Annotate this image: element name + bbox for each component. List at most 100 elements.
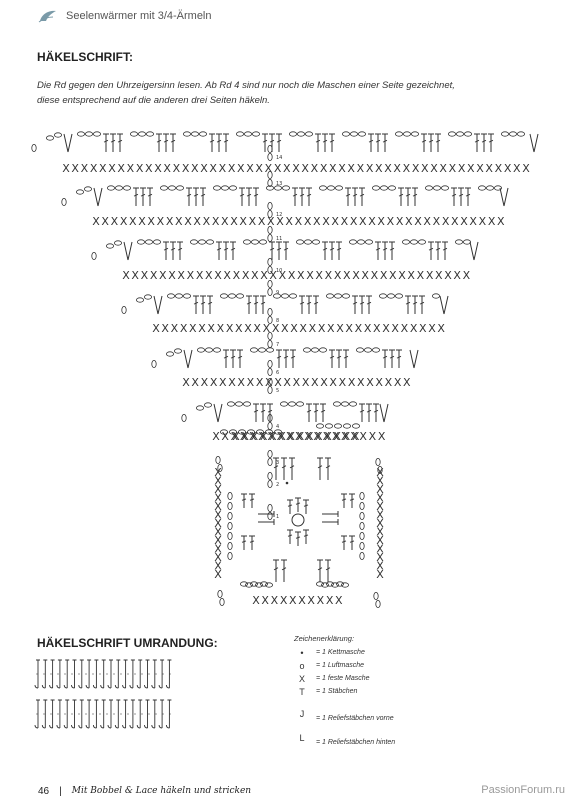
increase-symbol <box>383 403 389 423</box>
double-crochet-symbol <box>253 193 259 197</box>
single-crochet-symbol: X <box>214 517 222 530</box>
chain-stitch-symbol <box>182 293 191 299</box>
round-label: 2 <box>276 482 279 488</box>
single-crochet-symbol: X <box>376 568 384 581</box>
chain-stitch-symbol <box>373 592 379 601</box>
single-crochet-symbol: X <box>223 269 231 282</box>
chain-stitch-symbol <box>250 239 259 245</box>
single-crochet-symbol: X <box>376 466 384 479</box>
legend-label: = 1 Stäbchen <box>316 688 358 695</box>
double-crochet-symbol <box>276 355 282 359</box>
chain-stitch-symbol <box>226 401 235 407</box>
round-label: 9 <box>276 290 279 296</box>
chain-stitch-symbol <box>273 185 282 191</box>
chain-stitch-symbol <box>205 239 214 245</box>
double-crochet-symbol <box>216 247 222 251</box>
double-crochet-symbol <box>341 498 347 501</box>
single-crochet-symbol: X <box>276 215 284 228</box>
double-crochet-symbol <box>451 193 457 197</box>
single-crochet-symbol: X <box>361 269 369 282</box>
chain-stitch-symbol <box>235 131 244 137</box>
double-crochet-symbol <box>442 247 448 251</box>
double-crochet-symbol <box>117 139 123 143</box>
chain-stitch-symbol <box>267 385 273 394</box>
single-crochet-symbol: X <box>265 162 273 175</box>
single-crochet-symbol: X <box>145 162 153 175</box>
border-title: HÄKELSCHRIFT UMRANDUNG: <box>37 636 218 650</box>
single-crochet-symbol: X <box>407 269 415 282</box>
single-crochet-symbol: X <box>389 269 397 282</box>
single-crochet-symbol: X <box>295 430 303 443</box>
book-title: Mit Bobbel & Lace häkeln und stricken <box>71 786 252 796</box>
chain-stitch-symbol <box>189 239 198 245</box>
single-crochet-symbol: X <box>232 430 240 443</box>
single-crochet-symbol: X <box>394 376 402 389</box>
double-crochet-symbol <box>375 139 381 143</box>
single-crochet-symbol: X <box>184 215 192 228</box>
single-crochet-symbol: X <box>391 322 399 335</box>
post-stitch-symbol <box>85 699 92 729</box>
double-crochet-symbol <box>428 139 434 143</box>
post-stitch-symbol <box>49 699 55 729</box>
chain-stitch-symbol <box>303 239 312 245</box>
single-crochet-symbol: X <box>333 430 341 443</box>
single-crochet-symbol: X <box>228 376 236 389</box>
double-crochet-symbol <box>359 409 365 413</box>
chain-stitch-symbol <box>410 131 419 137</box>
single-crochet-symbol: X <box>348 376 356 389</box>
single-crochet-symbol: X <box>297 269 305 282</box>
post-stitch-symbol <box>78 699 84 729</box>
single-crochet-symbol: X <box>338 162 346 175</box>
single-crochet-symbol: X <box>281 322 289 335</box>
legend-row-luftmasche: o = 1 Luftmasche <box>294 661 534 674</box>
single-crochet-symbol: X <box>258 430 266 443</box>
single-crochet-symbol: X <box>141 269 149 282</box>
double-crochet-symbol <box>295 536 301 539</box>
legend-label: = 1 Reliefstäbchen hinten <box>316 739 396 746</box>
chain-stitch-symbol <box>129 131 138 137</box>
single-crochet-symbol: X <box>228 162 236 175</box>
chain-stitch-symbol <box>387 185 396 191</box>
single-crochet-symbol: X <box>298 594 306 607</box>
increase-symbol <box>183 349 189 369</box>
single-crochet-symbol: X <box>260 269 268 282</box>
double-crochet-symbol <box>428 247 434 251</box>
chain-stitch-symbol <box>267 287 273 296</box>
double-crochet-symbol <box>306 409 312 413</box>
single-crochet-symbol: X <box>304 215 312 228</box>
chain-stitch-symbol <box>315 423 324 429</box>
double-crochet-symbol <box>322 247 328 251</box>
round-label: 5 <box>276 388 279 394</box>
single-crochet-symbol: X <box>292 162 300 175</box>
chain-stitch-symbol <box>254 582 263 588</box>
single-crochet-symbol: X <box>371 269 379 282</box>
single-crochet-symbol: X <box>214 551 222 564</box>
single-crochet-symbol: X <box>180 322 188 335</box>
single-crochet-symbol: X <box>154 162 162 175</box>
increase-symbol <box>213 403 219 423</box>
chain-stitch-symbol <box>355 347 364 353</box>
chain-stitch-symbol <box>267 178 273 187</box>
double-crochet-symbol <box>163 247 169 251</box>
single-crochet-symbol: X <box>428 322 436 335</box>
double-crochet-symbol <box>193 301 199 305</box>
single-crochet-symbol: X <box>71 162 79 175</box>
chain-stitch-symbol <box>341 293 350 299</box>
single-crochet-symbol: X <box>252 594 260 607</box>
double-crochet-symbol <box>262 139 268 143</box>
single-crochet-symbol: X <box>384 162 392 175</box>
chain-stitch-symbol <box>227 512 233 521</box>
single-crochet-symbol: X <box>152 322 160 335</box>
section-title: HÄKELSCHRIFT: <box>37 50 133 64</box>
chain-stitch-symbol <box>181 413 187 422</box>
chain-stitch-symbol <box>173 348 182 354</box>
double-crochet-symbol <box>156 139 162 143</box>
chain-stitch-symbol <box>462 239 471 245</box>
single-crochet-symbol: X <box>376 543 384 556</box>
post-stitch-symbol <box>85 659 92 689</box>
increase-symbol <box>443 295 449 315</box>
single-crochet-symbol: X <box>214 534 222 547</box>
intro-line: Die Rd gegen den Uhrzeigersinn lesen. Ab… <box>37 80 455 91</box>
chain-stitch-symbol <box>333 293 342 299</box>
double-crochet-symbol <box>253 409 259 413</box>
